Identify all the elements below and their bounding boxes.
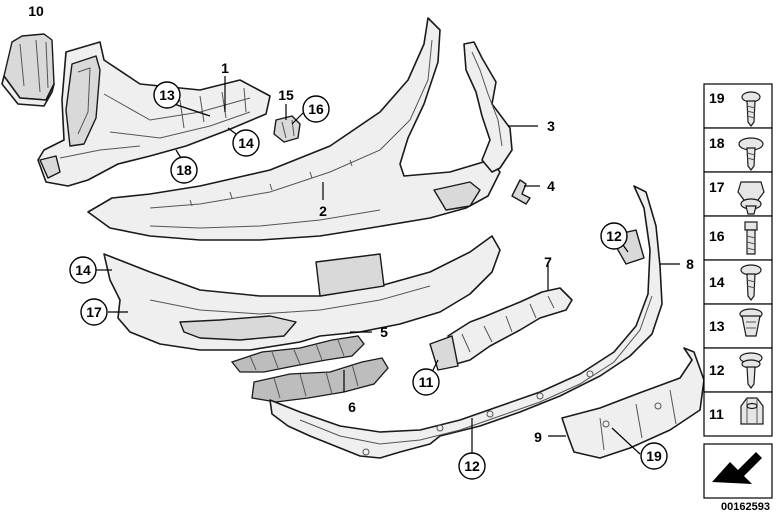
svg-text:19: 19 xyxy=(646,448,662,464)
callout-11: 11 xyxy=(412,368,440,396)
panel-label-13: 13 xyxy=(709,318,725,334)
screw-19-icon xyxy=(741,91,761,127)
fastener-panel: 19 18 17 16 14 13 12 11 xyxy=(703,83,773,499)
label-3: 3 xyxy=(547,118,555,134)
label-1: 1 xyxy=(221,60,229,76)
part-1-inner-bracket xyxy=(37,41,271,187)
direction-arrow-icon xyxy=(712,452,762,484)
panel-label-19: 19 xyxy=(709,90,725,106)
svg-text:13: 13 xyxy=(159,87,175,103)
label-2: 2 xyxy=(319,203,327,219)
label-6: 6 xyxy=(348,399,356,415)
panel-label-14: 14 xyxy=(709,274,725,290)
panel-label-16: 16 xyxy=(709,228,725,244)
screw-12-icon xyxy=(739,352,763,389)
bolt-16-icon xyxy=(744,221,758,255)
label-15: 15 xyxy=(278,87,294,103)
leader-lines xyxy=(96,76,680,456)
callout-12-top: 12 xyxy=(600,222,628,250)
svg-text:17: 17 xyxy=(86,304,102,320)
part-9-plate-mount xyxy=(561,347,705,459)
panel-label-12: 12 xyxy=(709,362,725,378)
panel-label-17: 17 xyxy=(709,179,725,195)
part-5-grille xyxy=(230,335,365,373)
clip-13-icon xyxy=(739,308,763,337)
label-9: 9 xyxy=(534,429,542,445)
panel-label-11: 11 xyxy=(709,406,724,422)
label-8: 8 xyxy=(686,256,694,272)
label-4: 4 xyxy=(547,178,555,194)
svg-text:14: 14 xyxy=(238,135,254,151)
callout-12-bottom: 12 xyxy=(458,452,486,480)
document-id: 00162593 xyxy=(721,501,770,513)
svg-text:14: 14 xyxy=(75,262,91,278)
screw-14-icon xyxy=(740,264,762,301)
screw-18-icon xyxy=(738,137,764,171)
panel-label-18: 18 xyxy=(709,135,725,151)
part-2-bumper-trim xyxy=(87,17,501,241)
callout-18: 18 xyxy=(170,156,198,184)
bumper-shell xyxy=(103,235,501,351)
callout-17: 17 xyxy=(80,298,108,326)
callout-16: 16 xyxy=(302,95,330,123)
part-10-bracket xyxy=(1,33,55,107)
callout-13: 13 xyxy=(153,81,181,109)
label-5: 5 xyxy=(380,324,388,340)
svg-text:12: 12 xyxy=(606,228,622,244)
callout-19: 19 xyxy=(640,442,668,470)
svg-text:12: 12 xyxy=(464,458,480,474)
svg-text:11: 11 xyxy=(419,374,434,390)
part-4-clip xyxy=(511,179,531,205)
label-10: 10 xyxy=(28,3,44,19)
callout-14-top: 14 xyxy=(232,129,260,157)
label-7: 7 xyxy=(544,254,552,270)
svg-text:18: 18 xyxy=(176,162,192,178)
callout-14-left: 14 xyxy=(69,256,97,284)
part-3-bumper-cover xyxy=(463,41,513,173)
nut-11-icon xyxy=(740,397,764,425)
clip-17-icon xyxy=(737,181,765,215)
svg-text:16: 16 xyxy=(308,101,324,117)
